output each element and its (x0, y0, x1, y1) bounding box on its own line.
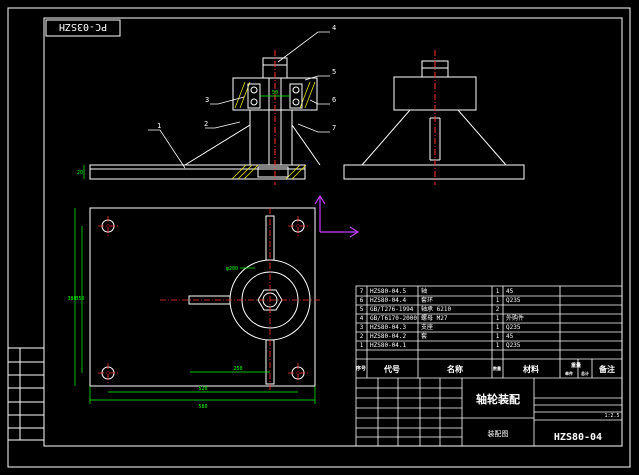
drawing-number: HZS80-04 (554, 432, 602, 443)
base-thickness-dim: 20 (77, 170, 83, 176)
bom-cell-no: 1 (360, 342, 364, 349)
bom-cell-no: 2 (360, 333, 364, 340)
header-name: 名称 (447, 364, 463, 374)
bom-table (355, 285, 623, 447)
bom-cell-no: 6 (360, 297, 364, 304)
header-no: 序号 (355, 365, 366, 372)
offset-dim: 250 (233, 366, 242, 372)
bom-cell-material: Q235 (506, 297, 521, 304)
header-total: 总计 (581, 370, 589, 376)
bom-cell-name: 轴 (421, 287, 427, 295)
bore-dim: 50 (272, 90, 278, 96)
callout-6: 6 (332, 96, 336, 104)
width-inner-dim: 520 (198, 386, 207, 392)
callout-1: 1 (157, 122, 161, 130)
bom-cell-material: Q235 (506, 324, 521, 331)
header-weight: 重量 (571, 362, 581, 369)
header-material: 材料 (523, 364, 539, 374)
bom-cell-material: 45 (506, 333, 514, 340)
scale: 1:2.5 (604, 413, 619, 419)
header-qty: 数量 (492, 365, 501, 371)
header-code: 代号 (383, 364, 400, 374)
bom-cell-qty: 1 (496, 333, 500, 340)
bom-cell-name: 螺母 M27 (421, 314, 448, 322)
height-outer-dim: 380 (67, 296, 76, 302)
hole-dia-dim: φ200 (226, 266, 238, 272)
front-view: 50 20 (77, 50, 321, 185)
top-view: 380 350 520 580 250 φ200 (67, 207, 320, 410)
height-inner-dim: 350 (75, 296, 84, 302)
bom-cell-code: HZS80-04.2 (370, 333, 407, 340)
side-view (343, 50, 525, 185)
ucs-cursor (314, 194, 360, 238)
bom-cell-no: 3 (360, 324, 364, 331)
binding-strip (7, 347, 45, 441)
bom-cell-code: HZS80-04.4 (370, 297, 407, 304)
drawing-title: 轴轮装配 (476, 392, 520, 406)
bom-cell-name: 轴承 6210 (421, 305, 451, 313)
bom-cell-no: 7 (360, 288, 364, 295)
sheet-frame (7, 7, 631, 468)
bom-cell-qty: 1 (496, 288, 500, 295)
header-remark: 备注 (598, 364, 615, 374)
width-outer-dim: 580 (198, 404, 207, 410)
bom-cell-code: GB/T276-1994 (370, 306, 414, 313)
callouts (148, 31, 330, 169)
sheet-code: PC-03SZH (59, 21, 107, 32)
bom-cell-qty: 1 (496, 297, 500, 304)
bom-cell-qty: 1 (496, 342, 500, 349)
view-label: 装配图 (488, 429, 509, 438)
header-single: 单件 (565, 370, 573, 376)
bom-cell-code: GB/T6170-2000 (370, 315, 417, 322)
bom-cell-material: Q235 (506, 342, 521, 349)
callout-4: 4 (332, 24, 336, 32)
bom-cell-qty: 1 (496, 315, 500, 322)
bom-cell-no: 5 (360, 306, 364, 313)
bom-cell-qty: 2 (496, 306, 500, 313)
bom-cell-no: 4 (360, 315, 364, 322)
bom-cell-material: 45 (506, 288, 514, 295)
callout-7: 7 (332, 124, 336, 132)
bom-cell-material: 外购件 (506, 314, 524, 322)
bom-cell-name: 套 (421, 332, 427, 340)
bom-cell-qty: 1 (496, 324, 500, 331)
bom-cell-name: 支座 (421, 323, 433, 331)
callout-2: 2 (204, 120, 208, 128)
bom-cell-code: HZS80-04.5 (370, 288, 407, 295)
bom-cell-code: HZS80-04.3 (370, 324, 407, 331)
bom-cell-name: 套环 (421, 296, 433, 304)
callout-3: 3 (205, 96, 209, 104)
callout-5: 5 (332, 68, 336, 76)
bom-cell-code: HZS80-04.1 (370, 342, 407, 349)
